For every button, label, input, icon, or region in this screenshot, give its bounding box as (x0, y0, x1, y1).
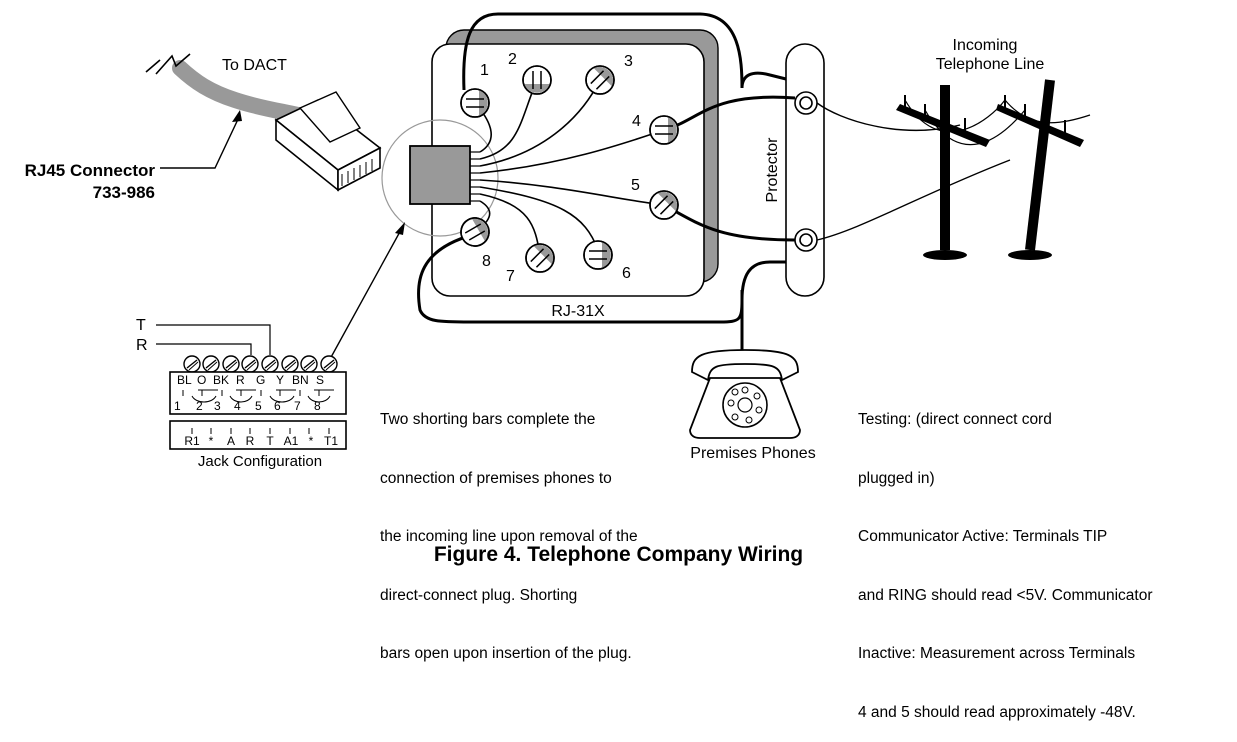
jack-highlight-circle (381, 119, 499, 237)
shorting-bars-note: Two shorting bars complete the connectio… (380, 371, 638, 683)
testing-line: 4 and 5 should read approximately -48V. (858, 703, 1136, 721)
jack-configuration (169, 355, 347, 450)
jack-pin-1: 1 (174, 399, 181, 413)
jack-pin-3: 3 (214, 399, 221, 413)
testing-line: plugged in) (858, 469, 935, 487)
jack-signal-1: R1 (184, 434, 200, 448)
rj31x-label: RJ-31X (551, 303, 605, 320)
testing-line: Testing: (direct connect cord (858, 411, 1052, 428)
jack-color-1: BL (177, 373, 192, 387)
premises-phones-label: Premises Phones (690, 445, 815, 462)
jack-color-4: R (236, 373, 245, 387)
rj45-plug-icon (274, 91, 382, 192)
jack-signal-3: A (227, 434, 235, 448)
shorting-line: connection of premises phones to (380, 469, 612, 487)
jack-color-5: G (256, 373, 265, 387)
terminal-screw-6 (583, 240, 613, 270)
terminal-screw-4 (649, 115, 679, 145)
jack-pin-2: 2 (196, 399, 203, 413)
testing-line: Inactive: Measurement across Terminals (858, 645, 1136, 662)
incoming-line-label-1: Incoming (953, 37, 1018, 54)
terminal-screw-1 (460, 88, 490, 118)
protector (785, 43, 825, 297)
shorting-line: direct-connect plug. Shorting (380, 586, 578, 604)
jack-color-6: Y (276, 373, 284, 387)
jack-color-2: O (197, 373, 206, 387)
t-wire-label: T (136, 317, 146, 334)
telephone-icon (689, 345, 801, 439)
jack-to-terminal-wires (474, 79, 665, 256)
terminal-number-8: 8 (482, 253, 491, 270)
figure-caption: Figure 4. Telephone Company Wiring (433, 543, 804, 566)
jack-pin-6: 6 (274, 399, 281, 413)
jack-color-labels: BL O BK R G Y BN S (177, 373, 324, 387)
shorting-line: bars open upon insertion of the plug. (380, 645, 632, 662)
jack-pin-numbers: 1 2 3 4 5 6 7 8 (174, 399, 321, 413)
testing-line: Communicator Active: Terminals TIP (858, 528, 1108, 545)
jack-pin-5: 5 (255, 399, 262, 413)
r-wire-label: R (136, 337, 148, 354)
terminal-number-4: 4 (632, 113, 641, 130)
incoming-line-label-2: Telephone Line (936, 56, 1045, 73)
r-wire (156, 343, 252, 355)
terminal-number-6: 6 (622, 265, 631, 282)
terminal-screw-2 (522, 65, 552, 95)
terminal-number-7: 7 (506, 268, 515, 285)
jack-color-8: S (316, 373, 324, 387)
terminal-number-5: 5 (631, 177, 640, 194)
terminal-number-1: 1 (480, 62, 489, 79)
jack-signal-2: * (209, 434, 214, 448)
jack-screws (183, 355, 338, 373)
jack-color-3: BK (213, 373, 229, 387)
shorting-line: Two shorting bars complete the (380, 411, 596, 428)
jack-signal-labels: R1 * A R T A1 * T1 (184, 434, 338, 448)
to-dact-label: To DACT (222, 57, 287, 74)
jack-signal-4: R (246, 434, 255, 448)
terminal-number-3: 3 (624, 53, 633, 70)
line-to-pole-b (816, 159, 1011, 241)
jack-color-7: BN (292, 373, 309, 387)
jack-signal-7: * (309, 434, 314, 448)
wiring-diagram: To DACT RJ45 Connector 733-986 RJ-31X Pr… (25, 12, 1091, 470)
testing-line: and RING should read <5V. Communicator (858, 586, 1153, 604)
terminal-number-2: 2 (508, 51, 517, 68)
telephone-poles (896, 79, 1091, 260)
jack-pointer-arrow (323, 227, 403, 371)
modular-jack (409, 145, 471, 205)
shorting-line: the incoming line upon removal of the (380, 528, 638, 545)
jack-pin-4: 4 (234, 399, 241, 413)
jack-signal-5: T (266, 434, 274, 448)
rj45-connector-label: RJ45 Connector (25, 161, 156, 180)
jack-configuration-label: Jack Configuration (198, 453, 322, 470)
jack-signal-8: T1 (324, 434, 338, 448)
jack-pin-7: 7 (294, 399, 301, 413)
jack-signal-6: A1 (284, 434, 299, 448)
jack-pins (470, 151, 480, 202)
protector-label: Protector (764, 137, 781, 203)
rj31x-block (431, 29, 719, 297)
rj45-pointer-arrow (160, 114, 241, 169)
jack-pin-8: 8 (314, 399, 321, 413)
rj45-part-number: 733-986 (93, 183, 155, 202)
t-wire (156, 324, 271, 355)
